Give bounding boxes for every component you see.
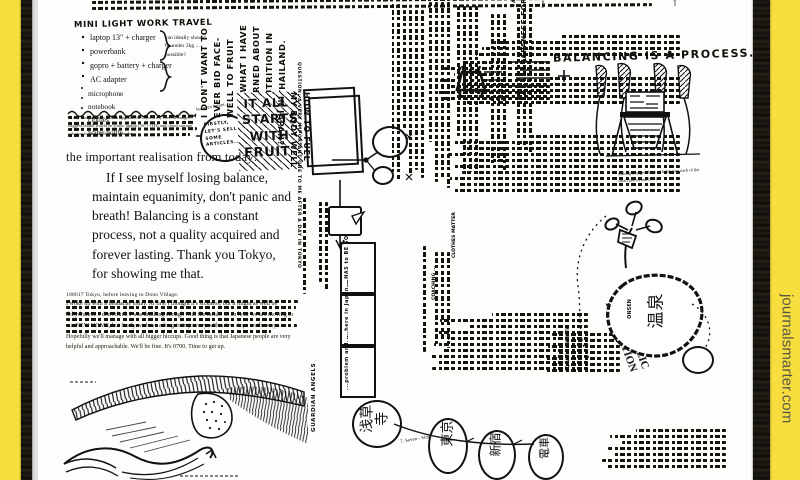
realisation-lead: the important realisation from today: [66, 150, 258, 164]
idea-bubble-large [372, 126, 408, 158]
guardian-angels-label: GUARDIAN ANGELS [311, 362, 317, 432]
right-column-fragment: I AM VERY HAPPY - THREE FIRST REAL EXPER… [512, 0, 517, 6]
dated-entry-lines [66, 300, 298, 336]
frame-band-right [770, 0, 800, 480]
watermark-text: journalsmarter.com [778, 294, 796, 424]
sprout-doodle [604, 200, 663, 269]
hillside-sketch [63, 375, 308, 480]
list-item: AC adapter [90, 75, 127, 84]
packing-list: laptop 13" + charger powerbank gopro + b… [82, 33, 172, 141]
packing-brace-note: can ideally should be under 2kg ... poss… [165, 35, 206, 58]
kanji-circle-d [528, 434, 564, 480]
how-to-fuel-line: IN JAPAN? [276, 96, 285, 146]
speech-callout-tail [351, 210, 366, 226]
list-item: microphone [88, 89, 124, 98]
watermark: journalsmarter.com [772, 244, 800, 474]
list-item: water bottle [88, 128, 124, 137]
budget-note-text: In any case, it looks like an upgrade fa… [68, 115, 194, 137]
kanji-circle-c [478, 430, 516, 480]
list-item: laptop 13" + charger [90, 33, 156, 42]
fruit-manifesto-line: THAILAND. [277, 39, 287, 96]
realisation-body: If I see myself losing balance, maintain… [92, 170, 292, 281]
fruit-manifesto-line: EVER BID FACE- [212, 37, 222, 118]
dated-entry-body: I woke up with a headache today. At firs… [66, 301, 294, 351]
flow-box [340, 294, 376, 346]
packing-list-heading: MINI LIGHT WORK TRAVEL [73, 17, 213, 31]
notebook-binding-left [21, 0, 32, 480]
middle-lower-scribbles [420, 244, 480, 364]
packing-list-bullets: . . . [81, 35, 99, 134]
kanji-circle-b [428, 418, 468, 474]
list-item: clothes [88, 115, 109, 124]
page-gutter-shadow-right [32, 0, 38, 480]
small-kanji-bubble [682, 346, 714, 374]
list-item: gopro + battery + charger [90, 61, 172, 70]
dotted-path [576, 215, 711, 361]
gutter-scribbles [300, 196, 344, 306]
idea-bubble-small [372, 166, 394, 185]
how-to-fuel-line: HOW TO FUEL [302, 92, 311, 162]
kanji-circles-connector [393, 423, 535, 446]
vertical-scribble-columns [392, 0, 552, 200]
flow-box [340, 346, 376, 398]
flow-box-label: ...here in Japan... [345, 279, 350, 338]
fruit-manifesto-line: WELL TO FRUIT [225, 38, 235, 118]
flow-box-label: ...problem and... [345, 334, 350, 390]
onsen-blob-shape [606, 273, 704, 358]
dated-entry-header: 100617 Tokyo, before leaving to Dono Vil… [66, 292, 179, 298]
packing-brace [159, 30, 173, 92]
page-gutter-shadow-left [32, 0, 37, 480]
balancing-sculpture-sketch [595, 62, 701, 157]
kanji-circle-asakusa [352, 400, 402, 448]
flow-box [340, 242, 376, 294]
list-item: notebook [88, 102, 116, 111]
frame-band-left [0, 0, 22, 480]
kanji-circle-asakusa-text: 浅草寺 [359, 404, 390, 433]
fruit-manifesto-line: I DON'T WANT TO [199, 27, 209, 118]
lower-right-scribbles [596, 368, 726, 468]
right-column-fragment: hoping for a comeback to process it all [540, 0, 545, 8]
notebook-binding-right [753, 0, 770, 480]
list-item: powerbank [90, 47, 126, 56]
flow-boxes-group: ...HAS to BE SOLVED ...here in Japan... … [340, 220, 380, 402]
right-column-fragment: and then it starts... a new journey - a … [672, 0, 677, 6]
